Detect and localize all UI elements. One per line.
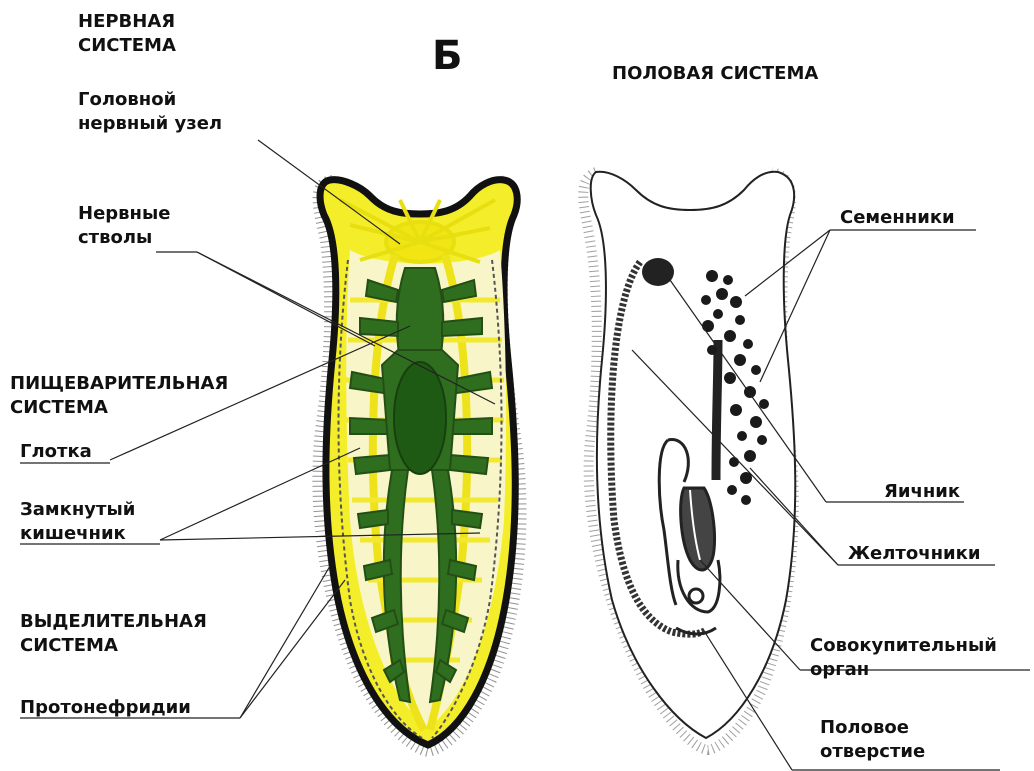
label-nerve-cords-line1: Нервные bbox=[78, 202, 170, 226]
label-genital-opening-line1: Половое bbox=[820, 716, 925, 740]
ovary bbox=[642, 258, 674, 286]
label-closed-intestine: Замкнутый кишечник bbox=[20, 498, 135, 546]
label-copulatory-organ-line2: орган bbox=[810, 658, 997, 682]
label-nerve-cords: Нервные стволы bbox=[78, 202, 170, 250]
label-pharynx: Глотка bbox=[20, 440, 92, 464]
label-ovary: Яичник bbox=[884, 480, 960, 504]
label-closed-intestine-line2: кишечник bbox=[20, 522, 135, 546]
label-nerve-cords-line2: стволы bbox=[78, 226, 170, 250]
label-nervous-system: НЕРВНАЯ СИСТЕМА bbox=[78, 10, 176, 58]
label-head-ganglion: Головной нервный узел bbox=[78, 88, 222, 136]
left-planaria-body bbox=[317, 180, 521, 752]
pharynx bbox=[394, 362, 446, 474]
label-excretory-system-line2: СИСТЕМА bbox=[20, 634, 207, 658]
label-vitellaria: Желточники bbox=[848, 542, 980, 566]
sperm-duct bbox=[716, 340, 718, 480]
label-reproductive-system: ПОЛОВАЯ СИСТЕМА bbox=[612, 62, 818, 86]
label-closed-intestine-line1: Замкнутый bbox=[20, 498, 135, 522]
label-head-ganglion-line1: Головной bbox=[78, 88, 222, 112]
label-genital-opening-line2: отверстие bbox=[820, 740, 925, 764]
label-genital-opening: Половое отверстие bbox=[820, 716, 925, 764]
label-digestive-system-line2: СИСТЕМА bbox=[10, 396, 228, 420]
panel-letter: Б bbox=[432, 34, 463, 78]
label-digestive-system-line1: ПИЩЕВАРИТЕЛЬНАЯ bbox=[10, 372, 228, 396]
label-protonephridia: Протонефридии bbox=[20, 696, 191, 720]
right-body-outline bbox=[591, 172, 796, 738]
right-planaria-body bbox=[583, 172, 795, 750]
label-testes: Семенники bbox=[840, 206, 955, 230]
label-nervous-system-line1: НЕРВНАЯ bbox=[78, 10, 176, 34]
label-head-ganglion-line2: нервный узел bbox=[78, 112, 222, 136]
label-copulatory-organ-line1: Совокупительный bbox=[810, 634, 997, 658]
label-excretory-system: ВЫДЕЛИТЕЛЬНАЯ СИСТЕМА bbox=[20, 610, 207, 658]
label-excretory-system-line1: ВЫДЕЛИТЕЛЬНАЯ bbox=[20, 610, 207, 634]
label-nervous-system-line2: СИСТЕМА bbox=[78, 34, 176, 58]
label-digestive-system: ПИЩЕВАРИТЕЛЬНАЯ СИСТЕМА bbox=[10, 372, 228, 420]
label-copulatory-organ: Совокупительный орган bbox=[810, 634, 997, 682]
